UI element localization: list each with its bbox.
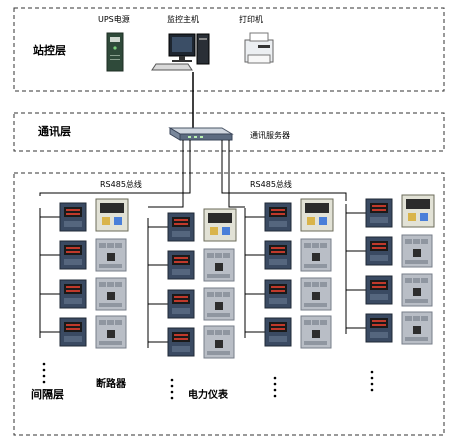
power-meter-icon [59, 317, 87, 347]
molded-case-breaker-icon [95, 315, 127, 349]
continuation-dot [370, 370, 374, 374]
power-meter-icon [167, 250, 195, 280]
molded-case-breaker-icon [401, 234, 433, 268]
power-meter-icon [365, 198, 393, 228]
bay-device-columns [39, 194, 435, 400]
continuation-dot [370, 382, 374, 386]
molded-case-breaker-icon [401, 311, 433, 345]
power-meter-icon [365, 275, 393, 305]
printer-icon [244, 32, 274, 64]
power-meter-icon [264, 202, 292, 232]
power-meter-icon [167, 289, 195, 319]
molded-case-breaker-icon [203, 287, 235, 321]
continuation-dot [42, 374, 46, 378]
bus-right-label: RS485总线 [250, 179, 292, 189]
server-label: 通讯服务器 [250, 130, 290, 140]
air-circuit-breaker-icon [203, 208, 237, 242]
power-meter-icon [264, 240, 292, 270]
continuation-dot [42, 368, 46, 372]
power-meter-icon [365, 236, 393, 266]
continuation-dot [370, 388, 374, 392]
molded-case-breaker-icon [95, 238, 127, 272]
power-meter-icon [264, 279, 292, 309]
power-meter-icon [365, 313, 393, 343]
continuation-dot [170, 390, 174, 394]
continuation-dot [370, 376, 374, 380]
power-meter-icon [59, 279, 87, 309]
air-circuit-breaker-icon [95, 198, 129, 232]
continuation-dot [42, 380, 46, 384]
molded-case-breaker-icon [300, 315, 332, 349]
continuation-dot [170, 396, 174, 400]
comm-layer-label: 通讯层 [38, 125, 71, 138]
continuation-dot [273, 376, 277, 380]
continuation-dot [273, 394, 277, 398]
air-circuit-breaker-icon [300, 198, 334, 232]
ups-label: UPS电源 [98, 14, 130, 24]
molded-case-breaker-icon [401, 273, 433, 307]
continuation-dot [42, 362, 46, 366]
breaker-label: 断路器 [96, 377, 127, 390]
power-meter-icon [167, 327, 195, 357]
power-meter-icon [59, 202, 87, 232]
station-layer-label: 站控层 [33, 43, 66, 57]
power-meter-icon [167, 212, 195, 242]
power-meter-icon [59, 240, 87, 270]
comm-server-icon [168, 127, 234, 141]
host-computer-icon [151, 33, 210, 71]
bay-layer-frame [13, 172, 445, 436]
molded-case-breaker-icon [95, 277, 127, 311]
station-layer-frame [13, 7, 445, 92]
printer-label: 打印机 [239, 14, 263, 24]
bus-left-label: RS485总线 [100, 179, 142, 189]
air-circuit-breaker-icon [401, 194, 435, 228]
power-meter-icon [264, 317, 292, 347]
continuation-dot [273, 388, 277, 392]
host-label: 监控主机 [167, 14, 199, 24]
molded-case-breaker-icon [300, 238, 332, 272]
continuation-dot [170, 384, 174, 388]
molded-case-breaker-icon [203, 325, 235, 359]
meter-label: 电力仪表 [188, 388, 229, 401]
molded-case-breaker-icon [203, 248, 235, 282]
molded-case-breaker-icon [300, 277, 332, 311]
bay-layer-label: 间隔层 [31, 387, 64, 401]
ups-icon [106, 32, 124, 72]
continuation-dot [273, 382, 277, 386]
continuation-dot [170, 378, 174, 382]
rs485-bus-wiring [39, 140, 347, 208]
